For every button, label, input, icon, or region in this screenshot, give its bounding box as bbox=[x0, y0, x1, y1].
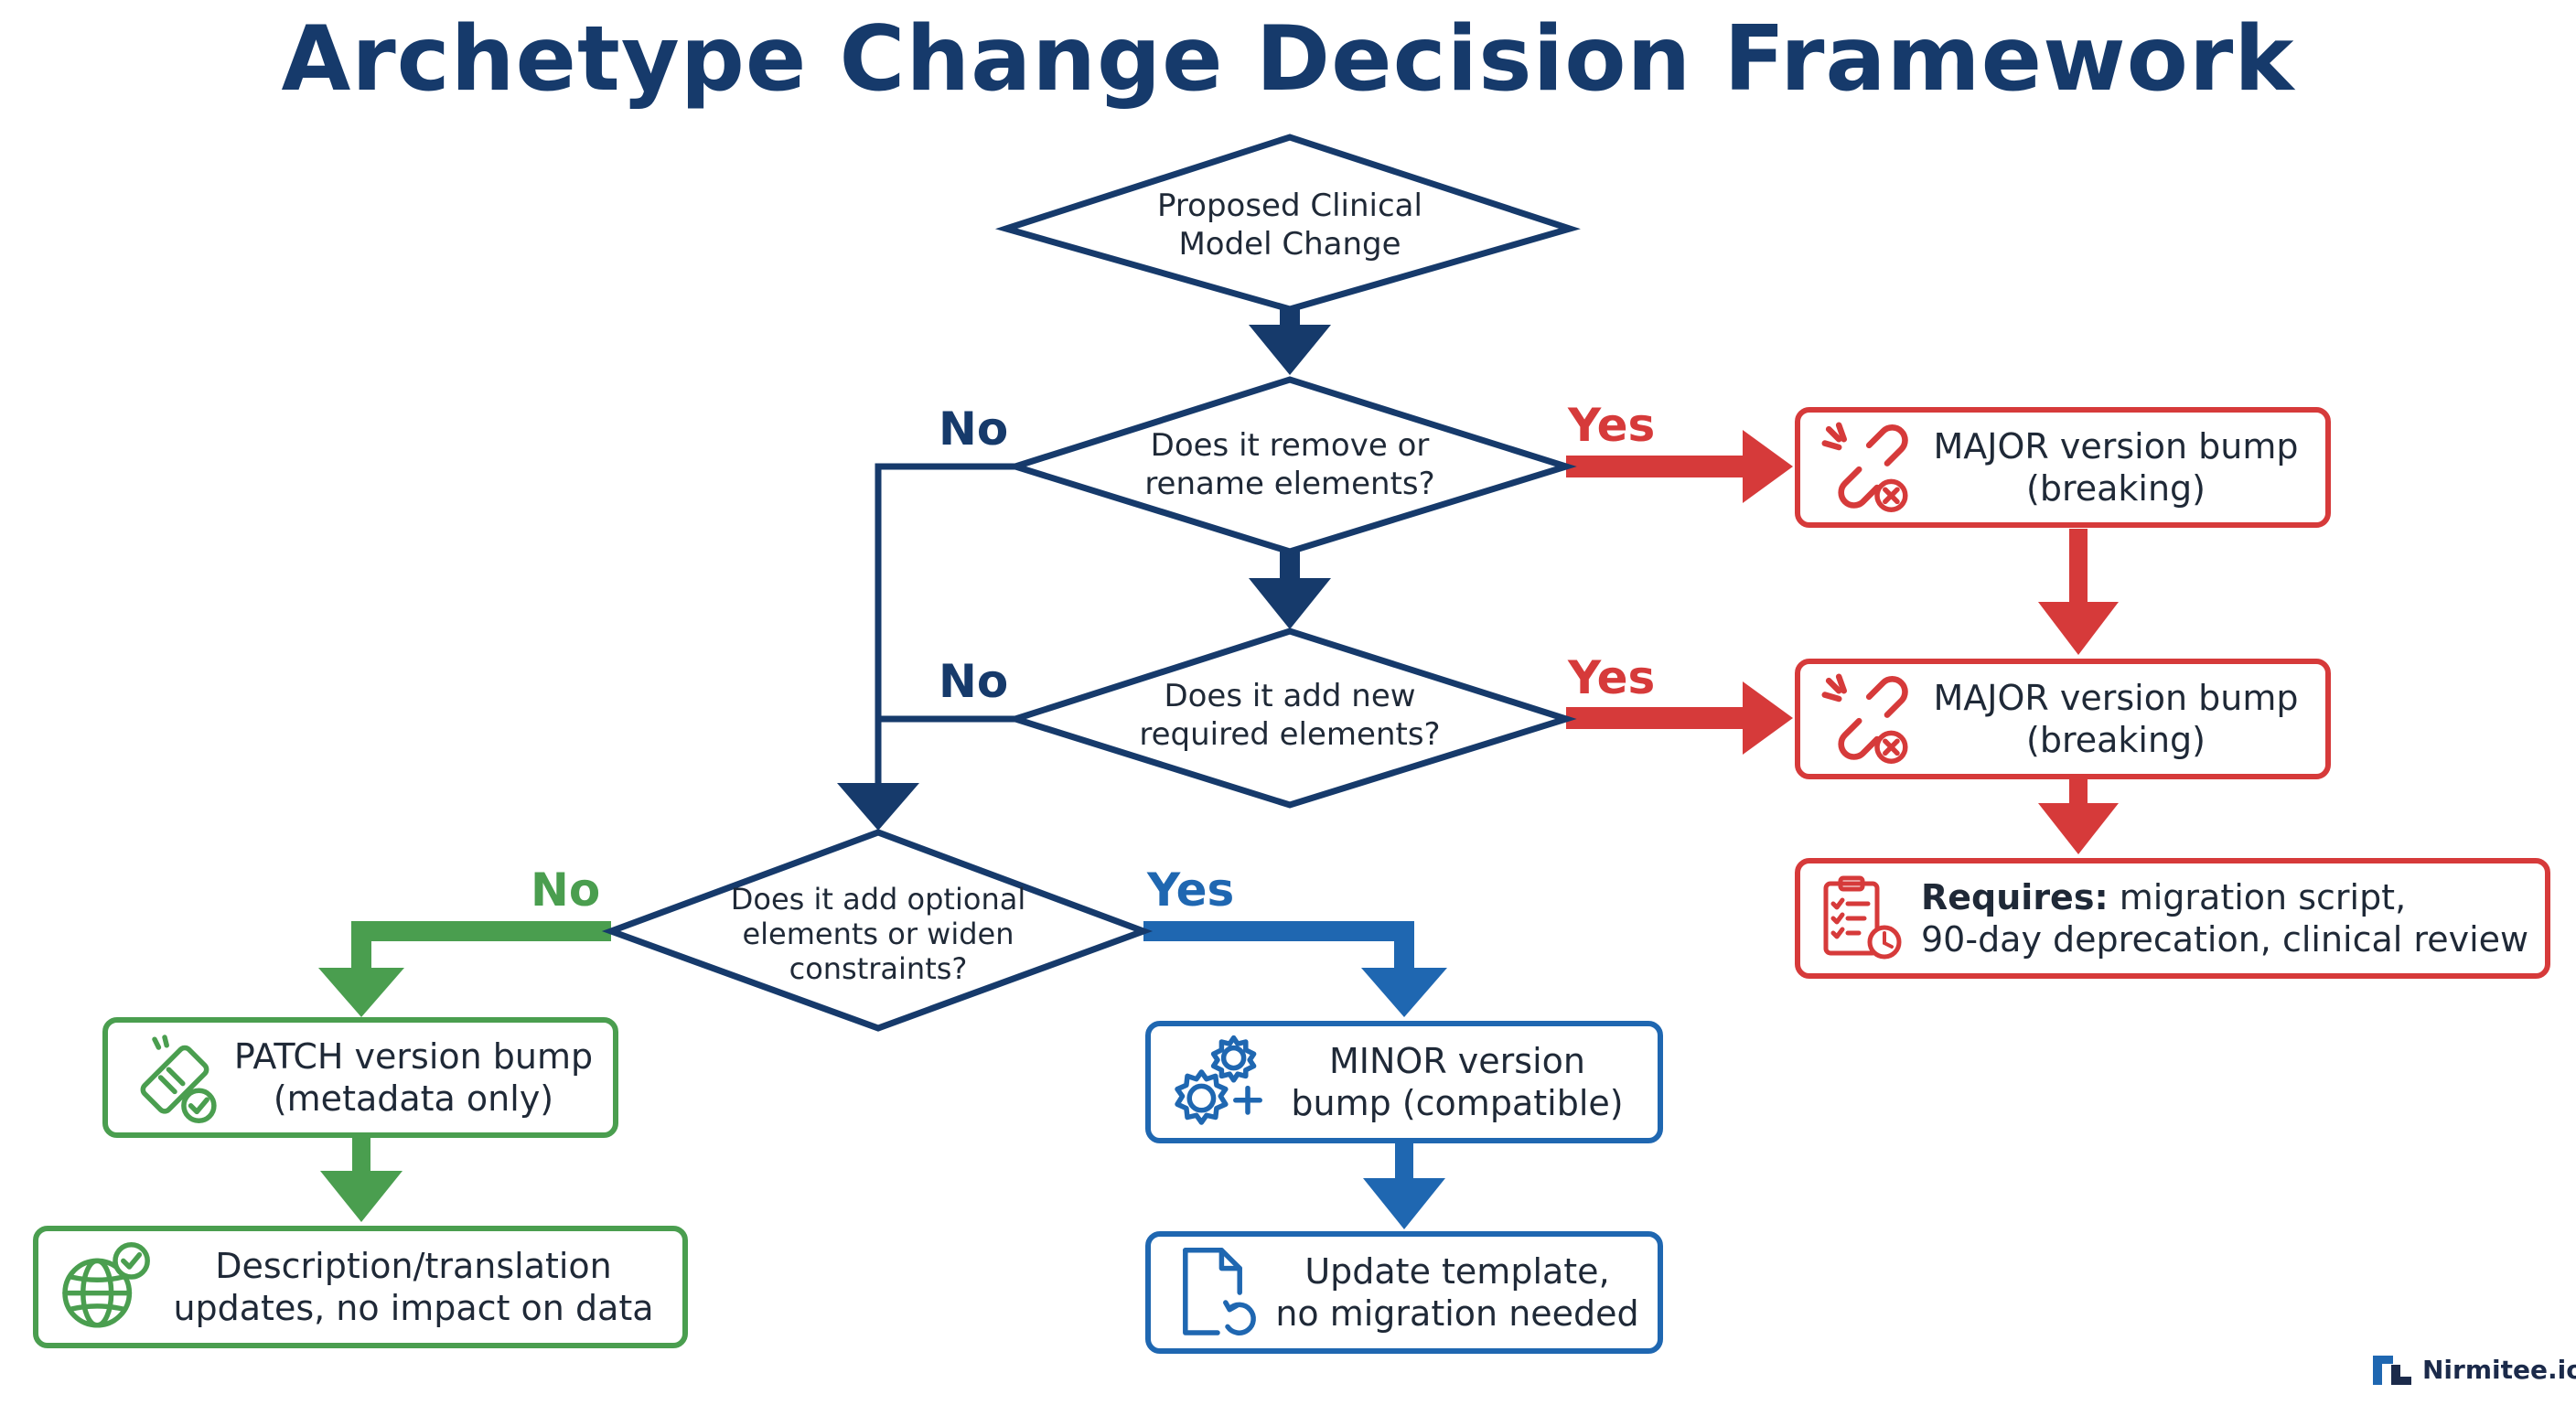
decision-d4-line: constraints? bbox=[789, 951, 968, 986]
outcome-minor-detail-box: Update template, no migration needed bbox=[1145, 1231, 1663, 1354]
outcome-minor-detail-text: Update template, no migration needed bbox=[1268, 1250, 1658, 1335]
arrow-to-d4-head bbox=[837, 783, 919, 831]
decision-d4-diamond bbox=[601, 829, 1154, 1032]
outcome-patch-detail-box: Description/translation updates, no impa… bbox=[33, 1226, 688, 1348]
requires-line1: migration script, bbox=[2108, 877, 2407, 917]
arrow-minor-detail-head bbox=[1363, 1178, 1445, 1229]
outcome-major-box: MAJOR version bump (breaking) bbox=[1795, 659, 2331, 779]
outcome-minor-detail-line: no migration needed bbox=[1275, 1293, 1639, 1334]
branch-label-d2-yes: Yes bbox=[1568, 399, 1656, 452]
arrow-major2-requires-head bbox=[2038, 803, 2119, 854]
outcome-patch-detail-line: updates, no impact on data bbox=[173, 1288, 654, 1328]
decision-d4-line: Does it add optional bbox=[730, 882, 1026, 917]
decision-d2-line: Does it remove or bbox=[1150, 427, 1430, 464]
arrow-d2-d3-head bbox=[1249, 578, 1331, 629]
outcome-minor-box: MINOR version bump (compatible) bbox=[1145, 1021, 1663, 1143]
outcome-patch-line: (metadata only) bbox=[273, 1078, 554, 1119]
decision-d2-line: rename elements? bbox=[1144, 466, 1435, 502]
outcome-major-text: MAJOR version bump (breaking) bbox=[1917, 425, 2325, 509]
branch-label-d4-no: No bbox=[531, 863, 601, 917]
outcome-requires-line: Requires: migration script, bbox=[1921, 876, 2534, 918]
arrow-d4-yes-shaft bbox=[1143, 921, 1414, 970]
arrow-d3-yes-head bbox=[1743, 681, 1793, 755]
outcome-requires-box: Requires: migration script, 90-day depre… bbox=[1795, 858, 2550, 979]
decision-d2-diamond bbox=[1004, 376, 1577, 555]
arrow-d2-yes-head bbox=[1743, 430, 1793, 503]
outcome-patch-detail-line: Description/translation bbox=[215, 1246, 612, 1286]
brand-logo: Nirmitee.io bbox=[2371, 1352, 2576, 1387]
outcome-major-line: (breaking) bbox=[2026, 468, 2206, 509]
decision-d1-line: Proposed Clinical bbox=[1157, 188, 1422, 224]
broken-chain-icon bbox=[1821, 673, 1908, 764]
outcome-major-line: MAJOR version bump bbox=[1933, 426, 2299, 467]
clipboard-clock-icon bbox=[1823, 875, 1902, 960]
gears-plus-icon bbox=[1175, 1035, 1262, 1125]
outcome-major-line: MAJOR version bump bbox=[1933, 678, 2299, 718]
branch-label-d2-no: No bbox=[939, 402, 1009, 456]
decision-d2-text: Does it remove or rename elements? bbox=[1089, 426, 1491, 503]
decision-d3-line: required elements? bbox=[1139, 716, 1441, 753]
outcome-major-line: (breaking) bbox=[2026, 720, 2206, 760]
decision-d3-line: Does it add new bbox=[1164, 678, 1416, 714]
decision-d1-line: Model Change bbox=[1178, 226, 1401, 263]
outcome-major-text: MAJOR version bump (breaking) bbox=[1917, 677, 2325, 761]
outcome-minor-line: MINOR version bbox=[1329, 1041, 1585, 1081]
outcome-patch-box: PATCH version bump (metadata only) bbox=[102, 1017, 618, 1138]
arrow-d1-d2-head bbox=[1249, 325, 1331, 375]
outcome-major-box: MAJOR version bump (breaking) bbox=[1795, 407, 2331, 528]
arrow-d4-no-head bbox=[318, 968, 404, 1017]
branch-label-d3-no: No bbox=[939, 655, 1009, 708]
arrow-patch-detail-head bbox=[320, 1171, 402, 1222]
brand-name: Nirmitee.io bbox=[2422, 1354, 2576, 1385]
outcome-minor-text: MINOR version bump (compatible) bbox=[1268, 1040, 1658, 1124]
outcome-requires-text: Requires: migration script, 90-day depre… bbox=[1908, 876, 2545, 960]
decision-d4-line: elements or widen bbox=[742, 917, 1014, 951]
decision-d1-text: Proposed Clinical Model Change bbox=[1089, 187, 1491, 263]
decision-d3-diamond bbox=[1004, 627, 1577, 809]
requires-label: Requires: bbox=[1921, 877, 2109, 917]
connector-d2-no bbox=[875, 463, 1015, 787]
outcome-patch-text: PATCH version bump (metadata only) bbox=[225, 1035, 613, 1120]
decision-d4-text: Does it add optional elements or widen c… bbox=[695, 882, 1061, 986]
arrow-d4-no-shaft bbox=[351, 921, 611, 970]
outcome-patch-detail-text: Description/translation updates, no impa… bbox=[156, 1245, 682, 1329]
outcome-minor-line: bump (compatible) bbox=[1291, 1083, 1624, 1123]
decision-d3-text: Does it add new required elements? bbox=[1089, 677, 1491, 754]
outcome-patch-line: PATCH version bump bbox=[233, 1036, 594, 1077]
broken-chain-icon bbox=[1821, 422, 1908, 512]
requires-line2: 90-day deprecation, clinical review bbox=[1921, 919, 2529, 960]
arrow-major1-major2-head bbox=[2038, 602, 2119, 655]
outcome-minor-detail-line: Update template, bbox=[1304, 1251, 1610, 1292]
tag-check-icon bbox=[140, 1035, 217, 1124]
branch-label-d3-yes: Yes bbox=[1568, 651, 1656, 704]
nirmitee-logo-icon bbox=[2373, 1356, 2411, 1385]
document-refresh-icon bbox=[1183, 1248, 1256, 1335]
arrow-d4-yes-head bbox=[1361, 968, 1447, 1017]
decision-d1-diamond bbox=[994, 134, 1581, 313]
globe-check-icon bbox=[62, 1242, 150, 1328]
page-title: Archetype Change Decision Framework bbox=[281, 7, 2295, 112]
branch-label-d4-yes: Yes bbox=[1147, 863, 1235, 917]
